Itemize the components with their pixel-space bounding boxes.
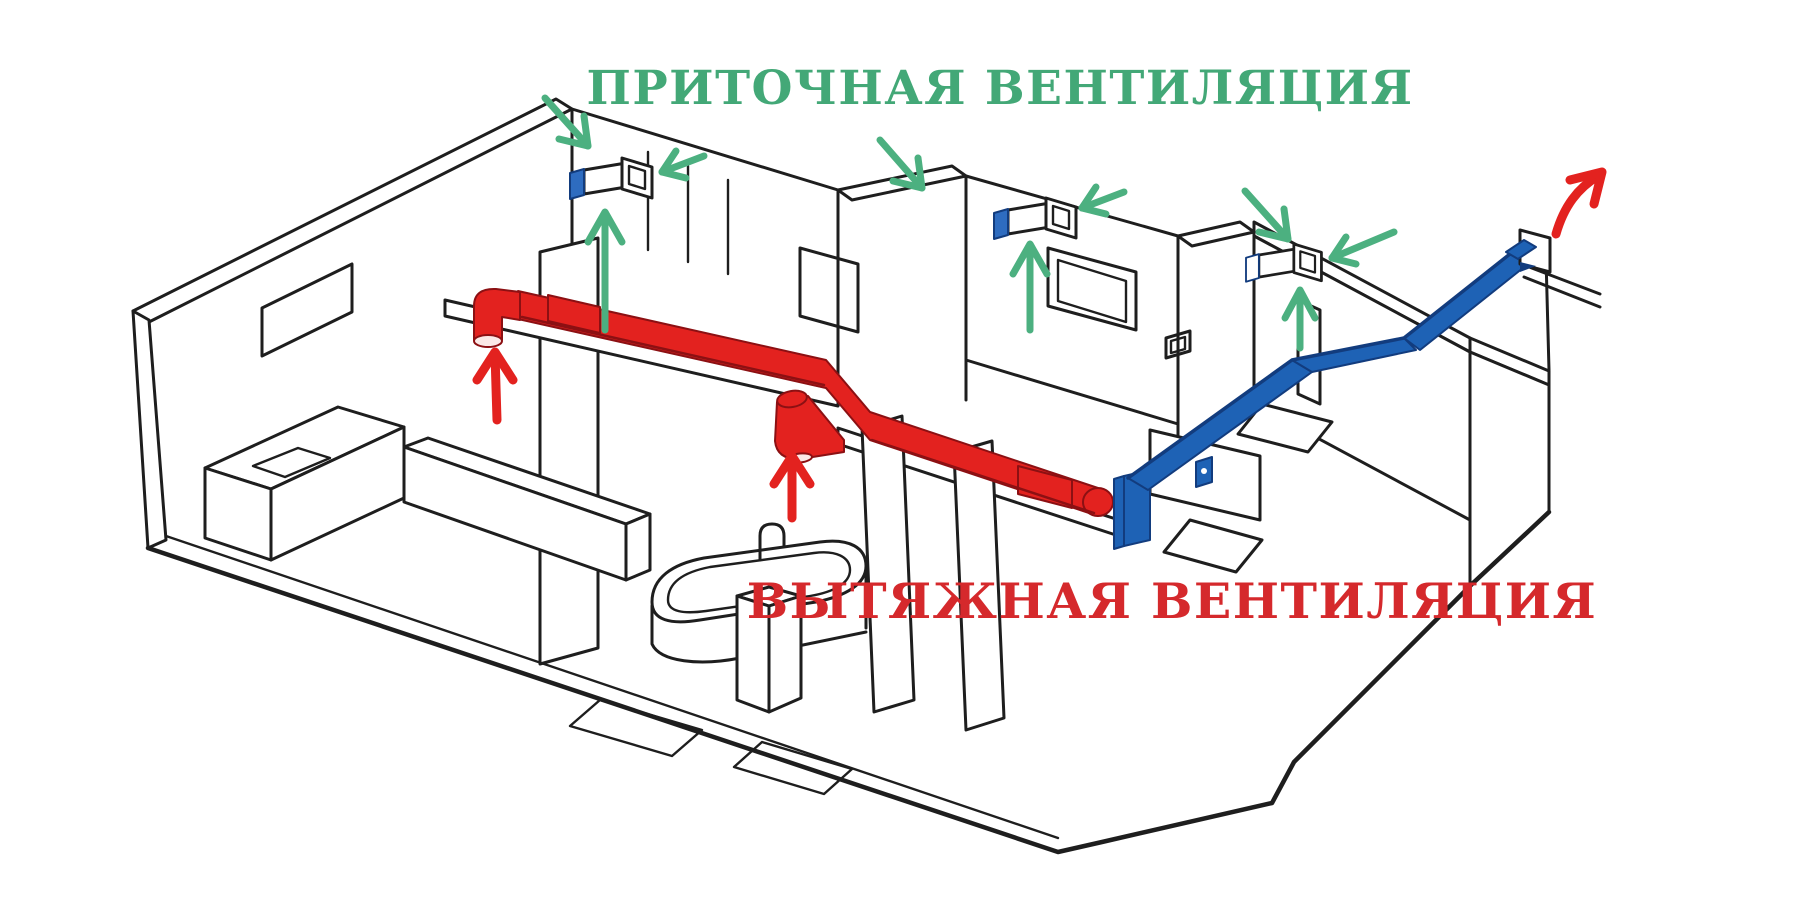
hallway-wall-2 bbox=[952, 439, 1006, 732]
faucet-icon bbox=[758, 522, 786, 562]
exhaust-intake-arrow-1 bbox=[472, 347, 518, 425]
exhaust-intake-opening-1 bbox=[473, 334, 503, 348]
window-opening bbox=[1046, 246, 1138, 332]
supply-airflow-arrows-1 bbox=[541, 94, 708, 334]
bathtub-icon bbox=[650, 539, 868, 624]
floor-opening-2 bbox=[1236, 402, 1334, 454]
supply-vent-2 bbox=[876, 136, 1128, 334]
duct-coupling-2 bbox=[1017, 465, 1073, 509]
supply-airflow-arrows-2 bbox=[876, 136, 1128, 334]
exhaust-outlet-arrow bbox=[1551, 167, 1607, 239]
exhaust-duct-elbow bbox=[473, 287, 521, 341]
duct-riser-side bbox=[1113, 475, 1125, 550]
room1-partition bbox=[798, 246, 860, 334]
floor-opening-1 bbox=[1162, 518, 1264, 574]
wall-grille-icon bbox=[1195, 456, 1213, 488]
sink-icon bbox=[251, 446, 332, 479]
exhaust-duct bbox=[473, 287, 1114, 517]
supply-airflow-arrows-3 bbox=[1241, 187, 1398, 352]
duct-outlet-flange-icon bbox=[1505, 228, 1552, 274]
bathroom bbox=[650, 522, 868, 714]
kitchen-counter bbox=[203, 405, 652, 582]
supply-vent-1 bbox=[541, 94, 708, 334]
wall-band-3 bbox=[1176, 220, 1256, 248]
duct-coupling-1 bbox=[547, 294, 601, 334]
left-wall bbox=[131, 309, 168, 550]
water-heater-icon bbox=[735, 585, 803, 714]
threshold-1 bbox=[568, 698, 704, 758]
supply-vent-3 bbox=[1241, 187, 1398, 352]
exhaust-intake-arrow-2 bbox=[769, 451, 815, 523]
exhaust-title: ВЫТЯЖНАЯ ВЕНТИЛЯЦИЯ bbox=[747, 572, 1597, 630]
supply-title: ПРИТОЧНАЯ ВЕНТИЛЯЦИЯ bbox=[586, 61, 1413, 116]
outlet-duct bbox=[1113, 228, 1552, 550]
duct-diagonal-2 bbox=[1403, 245, 1539, 351]
left-wall-opening bbox=[260, 262, 354, 358]
threshold-2 bbox=[732, 740, 854, 796]
floor-slab-edge bbox=[145, 509, 1552, 855]
